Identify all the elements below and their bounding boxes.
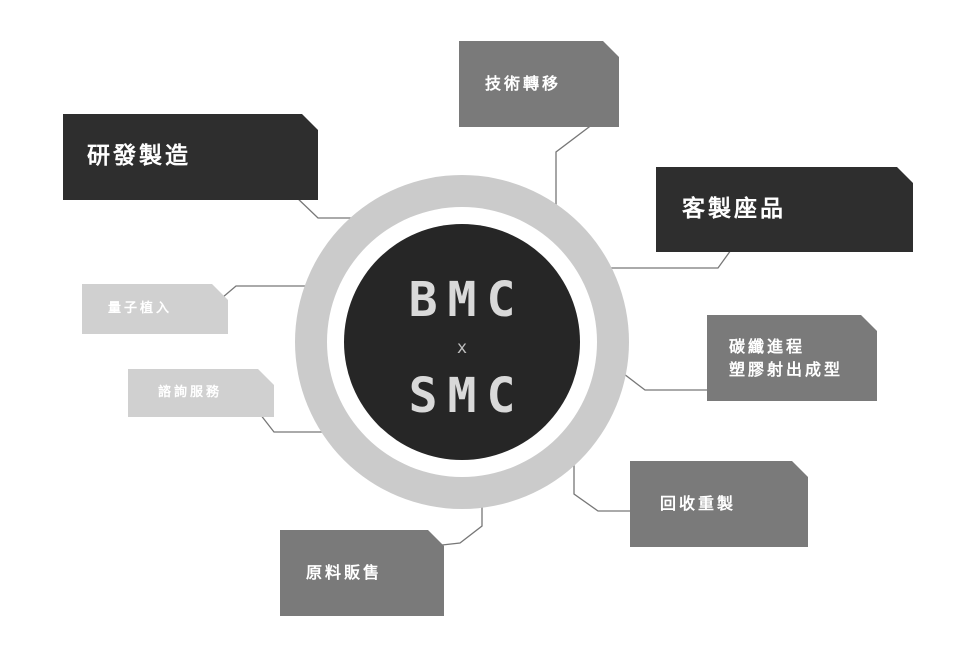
center-title-bottom: SMC — [408, 368, 526, 424]
connector-carbon — [623, 373, 707, 391]
node-label: 量子植入 — [108, 300, 173, 316]
node-recycling: 回收重製 — [630, 461, 808, 547]
node-label: 碳纖進程 塑膠射出成型 — [729, 336, 844, 379]
node-label: 原料販售 — [306, 563, 383, 583]
center-title-top: BMC — [408, 272, 526, 328]
node-quantum-implant: 量子植入 — [82, 284, 228, 334]
connector-custom — [607, 249, 732, 269]
node-label: 研發製造 — [87, 143, 191, 170]
node-raw-material-sales: 原料販售 — [280, 530, 444, 616]
node-consulting: 諮詢服務 — [128, 369, 274, 417]
connector-rd — [293, 194, 356, 219]
connector-recycle — [573, 456, 630, 512]
node-label: 技術轉移 — [485, 74, 562, 94]
connector-consult — [259, 413, 331, 433]
connector-tech — [555, 123, 594, 208]
node-carbon-fiber: 碳纖進程 塑膠射出成型 — [707, 315, 877, 401]
node-custom-products: 客製座品 — [656, 167, 913, 252]
node-label: 回收重製 — [660, 494, 737, 514]
center-separator: x — [456, 338, 468, 358]
node-tech-transfer: 技術轉移 — [459, 41, 619, 127]
connector-raw — [432, 492, 483, 547]
node-label: 諮詢服務 — [158, 384, 223, 400]
center-circle: BMC x SMC — [344, 224, 580, 460]
node-label: 客製座品 — [682, 195, 786, 222]
node-rd-manufacturing: 研發製造 — [63, 114, 318, 200]
